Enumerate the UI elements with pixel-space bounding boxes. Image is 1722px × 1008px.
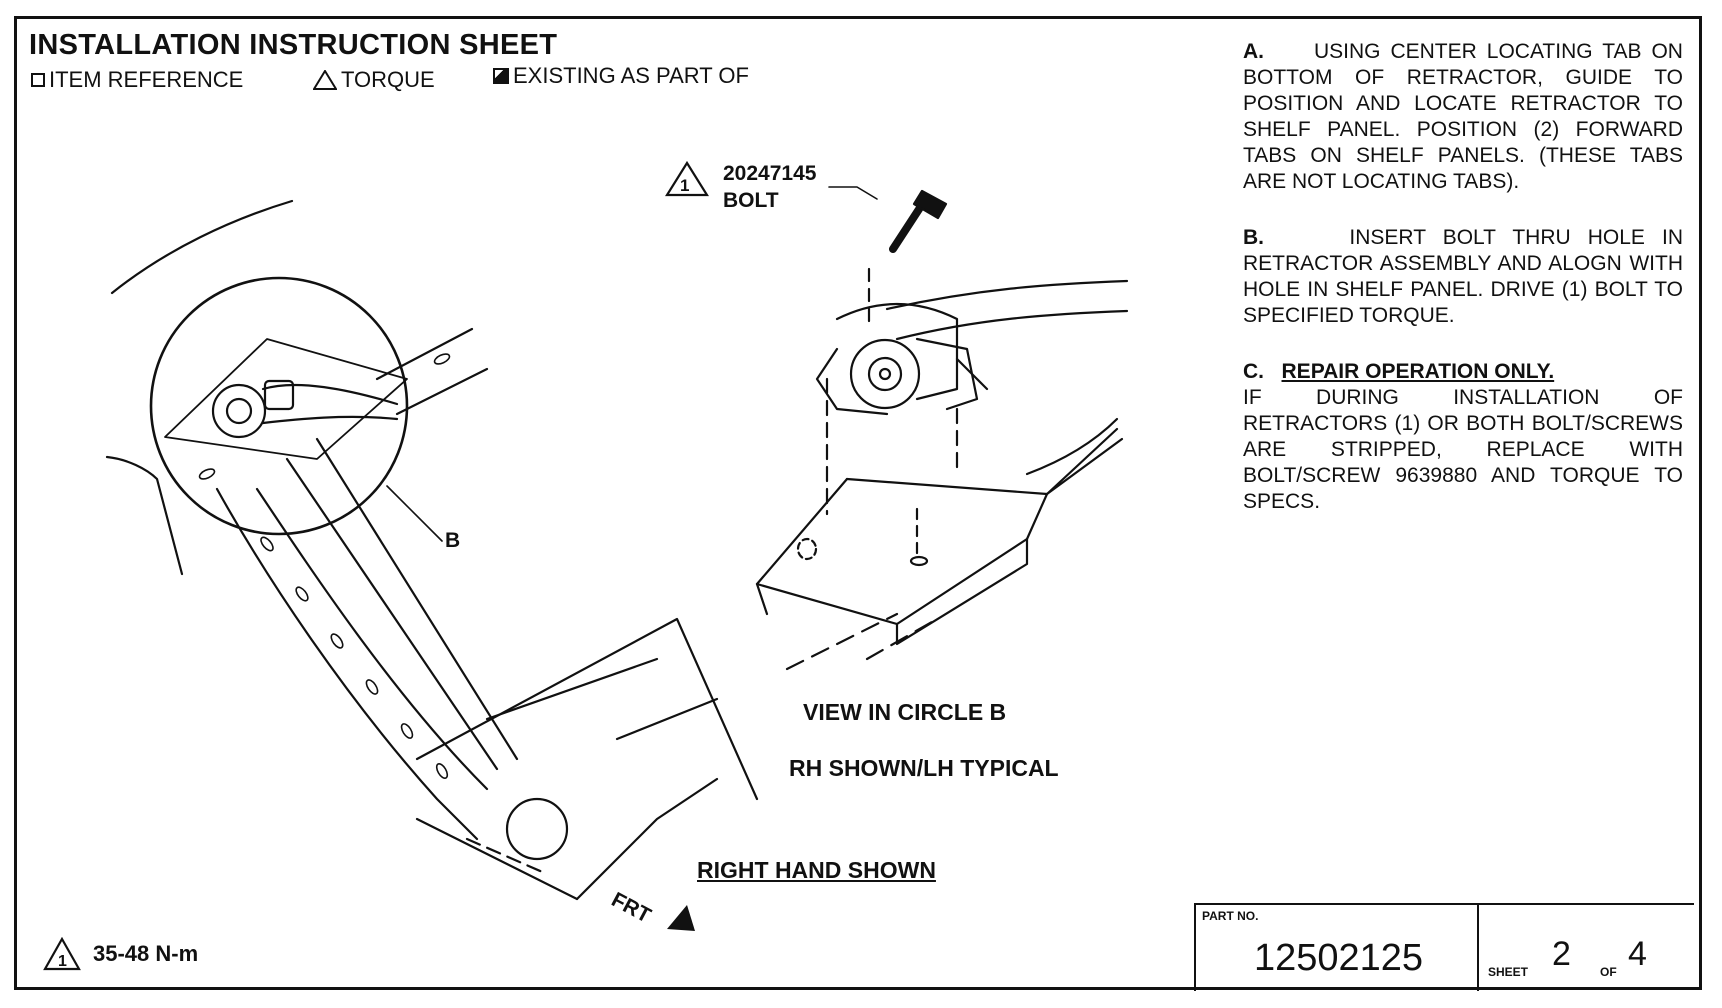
legend-item-reference: ITEM REFERENCE [31,67,243,93]
legend-torque-label: TORQUE [341,67,435,92]
caption-right-hand: RIGHT HAND SHOWN [697,857,936,883]
front-arrow-icon [667,905,695,931]
sheet-number: 2 [1552,935,1571,973]
torque-callout-triangle-icon [665,160,709,197]
retractor-spool [849,338,921,410]
legend-item-reference-label: ITEM REFERENCE [49,67,244,92]
rail-outer [215,487,479,841]
instruction-b-letter: B. [1243,226,1264,249]
part-no-label: PART NO. [1202,909,1259,923]
instruction-b: B. INSERT BOLT THRU HOLE IN RETRACTOR AS… [1243,225,1683,329]
instruction-b-text: INSERT BOLT THRU HOLE IN RETRACTOR ASSEM… [1243,226,1683,327]
sheet-total: 4 [1628,935,1647,973]
filled-square-icon [493,68,509,84]
instruction-c-heading: REPAIR OPERATION ONLY. [1281,360,1555,383]
body-panel-curve [110,199,294,295]
magnify-circle [149,276,409,536]
callout-part-name: BOLT [723,189,779,212]
callout-number: 1 [680,176,689,195]
sheet-label: SHEET [1488,965,1529,979]
instruction-c-letter: C. [1243,360,1264,383]
square-outline-icon [31,73,45,87]
of-label: OF [1600,965,1617,979]
triangle-icon [313,70,337,90]
title-block: PART NO. 12502125 SHEET 2 OF 4 [1194,903,1694,991]
caption-view: VIEW IN CIRCLE B [803,699,1007,725]
torque-note-number: 1 [58,953,67,970]
front-label: FRT [608,888,655,928]
part-number-cell: PART NO. 12502125 [1196,905,1479,991]
legend-torque: TORQUE [313,67,435,93]
instruction-a-text: USING CENTER LOCATING TAB ON BOTTOM OF R… [1243,40,1683,193]
torque-triangle-icon: 1 [43,937,81,971]
callout-part-number: 20247145 [723,162,817,185]
instruction-a-letter: A. [1243,40,1264,63]
part-no-value: 12502125 [1254,937,1424,979]
installation-diagram: 1 20247145 BOLT B FRT [105,160,1129,931]
circle-b-label: B [445,529,460,552]
legend-existing: EXISTING AS PART OF [493,63,749,89]
instruction-a: A. USING CENTER LOCATING TAB ON BOTTOM O… [1243,39,1683,195]
torque-note: 1 35-48 N-m [43,937,198,971]
instruction-sheet: INSTALLATION INSTRUCTION SHEET ITEM REFE… [14,16,1702,991]
legend-existing-label: EXISTING AS PART OF [513,63,749,88]
instruction-c-text: IF DURING INSTALLATION OF RETRACTORS (1)… [1243,386,1683,513]
instruction-c: C. REPAIR OPERATION ONLY. IF DURING INST… [1243,359,1683,515]
torque-note-value: 35-48 N-m [93,941,199,966]
caption-rh-lh: RH SHOWN/LH TYPICAL [789,755,1059,781]
sheet-title: INSTALLATION INSTRUCTION SHEET [29,29,558,61]
round-plug [505,797,569,861]
